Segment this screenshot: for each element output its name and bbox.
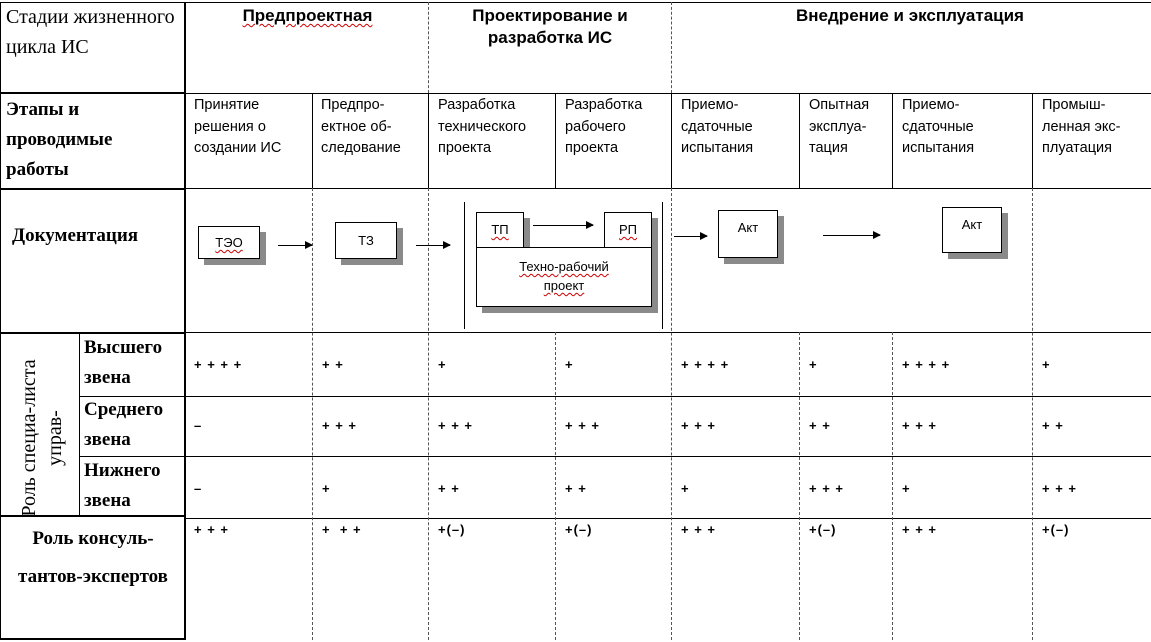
consultant-value-4: +(–) xyxy=(565,522,593,537)
consultant-value-2: + + + xyxy=(322,522,362,537)
consultant-value-3: +(–) xyxy=(438,522,466,537)
middle-value-6: + + xyxy=(809,418,831,433)
work-stage-5: Приемо-сдаточные испытания xyxy=(681,97,754,156)
arrow-act-act xyxy=(823,231,881,239)
doc-teo: ТЭО xyxy=(198,226,260,259)
top-value-3: + xyxy=(438,357,447,372)
top-value-6: + xyxy=(809,357,818,372)
lower-value-2: + xyxy=(322,481,331,496)
lower-value-1: – xyxy=(194,481,203,496)
arrow-rp-act xyxy=(674,232,708,240)
project-bracket-left xyxy=(464,202,465,329)
consultant-value-6: +(–) xyxy=(809,522,837,537)
consultants-label: Роль консуль-тантов-экспертов xyxy=(18,528,168,587)
middle-level-label: Среднего звена xyxy=(84,399,164,450)
doc-tp: ТП xyxy=(476,212,524,248)
middle-value-3: + + + xyxy=(438,418,473,433)
top-value-5: + + + + xyxy=(681,357,730,372)
arrow-tp-rp xyxy=(533,221,594,229)
arrow-teo-tz xyxy=(278,241,313,249)
consultant-value-1: + + + xyxy=(194,522,229,537)
lower-value-6: + + + xyxy=(809,481,844,496)
top-value-8: + xyxy=(1042,357,1051,372)
lower-value-7: + xyxy=(902,481,911,496)
lower-value-3: + + xyxy=(438,481,460,496)
top-value-1: + + + + xyxy=(194,357,243,372)
stages-works-label: Этапы и проводимые работы xyxy=(6,99,113,180)
work-stage-6: Опытная эксплуа-тация xyxy=(809,97,870,156)
role-specialist-label: Роль специа-листа управ- xyxy=(18,359,66,517)
lower-value-4: + + xyxy=(565,481,587,496)
doc-act-2: Акт xyxy=(942,207,1002,253)
lower-level-label: Нижнего звена xyxy=(84,460,161,511)
middle-value-5: + + + xyxy=(681,418,716,433)
work-stage-7: Приемо-сдаточные испытания xyxy=(902,97,975,156)
doc-rp: РП xyxy=(604,212,652,248)
top-level-label: Высшего звена xyxy=(84,337,163,388)
middle-value-7: + + + xyxy=(902,418,937,433)
middle-value-8: + + xyxy=(1042,418,1064,433)
stage-design: Проектирование и разработка ИС xyxy=(472,6,628,47)
doc-tz: ТЗ xyxy=(335,222,397,259)
project-bracket-right xyxy=(662,202,663,329)
consultant-value-8: +(–) xyxy=(1042,522,1070,537)
work-stage-4: Разработка рабочего проекта xyxy=(565,97,643,156)
stage-deployment: Внедрение и эксплуатация xyxy=(796,6,1024,25)
middle-value-4: + + + xyxy=(565,418,600,433)
doc-act-1: Акт xyxy=(718,210,778,258)
consultant-value-7: + + + xyxy=(902,522,937,537)
documentation-label: Документация xyxy=(12,225,139,246)
doc-combined-project: Техно-рабочий проект xyxy=(476,247,652,307)
work-stage-8: Промыш-ленная экс-плуатация xyxy=(1042,97,1121,156)
stage-preproject-text: Предпроектная xyxy=(242,6,373,25)
middle-value-2: + + + xyxy=(322,418,357,433)
consultant-value-5: + + + xyxy=(681,522,716,537)
arrow-tz-tp xyxy=(416,241,451,249)
top-value-2: + + xyxy=(322,357,344,372)
stages-label: Стадии жизненного цикла ИС xyxy=(6,6,175,58)
work-stage-2: Предпро-ектное об-следование xyxy=(321,97,401,156)
stage-preproject: Предпроектная xyxy=(200,5,415,27)
top-value-7: + + + + xyxy=(902,357,951,372)
middle-value-1: – xyxy=(194,418,203,433)
work-stage-3: Разработка технического проекта xyxy=(438,97,527,156)
lower-value-8: + + + xyxy=(1042,481,1077,496)
top-value-4: + xyxy=(565,357,574,372)
lower-value-5: + xyxy=(681,481,690,496)
work-stage-1: Принятие решения о создании ИС xyxy=(194,97,282,156)
